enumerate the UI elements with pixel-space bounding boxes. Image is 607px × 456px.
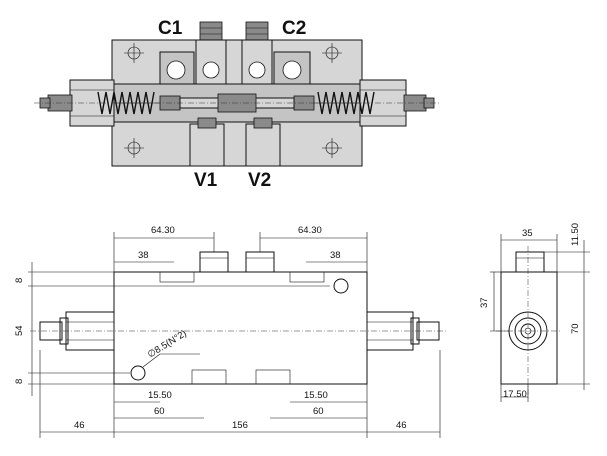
- right-spring: [317, 91, 375, 115]
- mount-hole-top: [333, 278, 349, 294]
- dim-bottom-left-60: 60: [154, 406, 165, 417]
- port-v2-bore: [245, 123, 281, 167]
- side-dim-70: 70: [570, 323, 581, 334]
- dim-left-8-bottom: 8: [14, 379, 25, 384]
- dim-right-38: 38: [330, 250, 341, 261]
- port-v1-bore: [189, 123, 225, 167]
- side-dim-17: 17.50: [503, 389, 527, 400]
- front-view: 64.30 64.30 38 38 8 54 8 ∅8.5(N°2) 15.50…: [14, 225, 446, 438]
- front-view-body: [113, 271, 368, 385]
- mount-hole-bottom: [130, 365, 146, 381]
- dim-top-right-64: 64.30: [298, 225, 322, 236]
- port-label-c2: C2: [282, 18, 306, 39]
- side-dim-37: 37: [479, 297, 490, 308]
- hole-callout: ∅8.5(N°2): [146, 328, 189, 361]
- dim-top-left-64: 64.30: [151, 225, 175, 236]
- dim-left-54: 54: [14, 325, 25, 336]
- side-dimensions: [490, 234, 590, 402]
- mount-mark-bottom-left: [124, 138, 144, 158]
- port-label-v1: V1: [194, 170, 218, 191]
- dim-overall-right-46: 46: [396, 420, 407, 431]
- dim-bottom-right-60: 60: [313, 406, 324, 417]
- dim-overall-156: 156: [232, 420, 248, 431]
- port-label-c1: C1: [158, 18, 183, 39]
- side-dim-35: 35: [522, 228, 533, 239]
- mount-mark-bottom-right: [322, 138, 342, 158]
- port-c2-fitting: [241, 21, 273, 85]
- dim-bottom-right-15: 15.50: [304, 390, 328, 401]
- side-view: 35 11.50 37 70 17.50: [479, 223, 590, 402]
- front-dimensions: [28, 232, 441, 438]
- left-spring: [97, 91, 155, 115]
- mount-mark-top-right: [322, 43, 342, 63]
- dim-overall-left-46: 46: [74, 420, 85, 431]
- dim-left-38: 38: [138, 250, 149, 261]
- side-view-boss: [515, 251, 545, 273]
- side-dim-11: 11.50: [570, 223, 581, 246]
- port-c1-fitting: [195, 21, 227, 85]
- section-view: C1 C2 V1 V2: [34, 18, 440, 191]
- mount-mark-top-left: [124, 43, 144, 63]
- dim-left-8-top: 8: [14, 278, 25, 283]
- dim-bottom-left-15: 15.50: [148, 390, 172, 401]
- port-label-v2: V2: [248, 170, 271, 191]
